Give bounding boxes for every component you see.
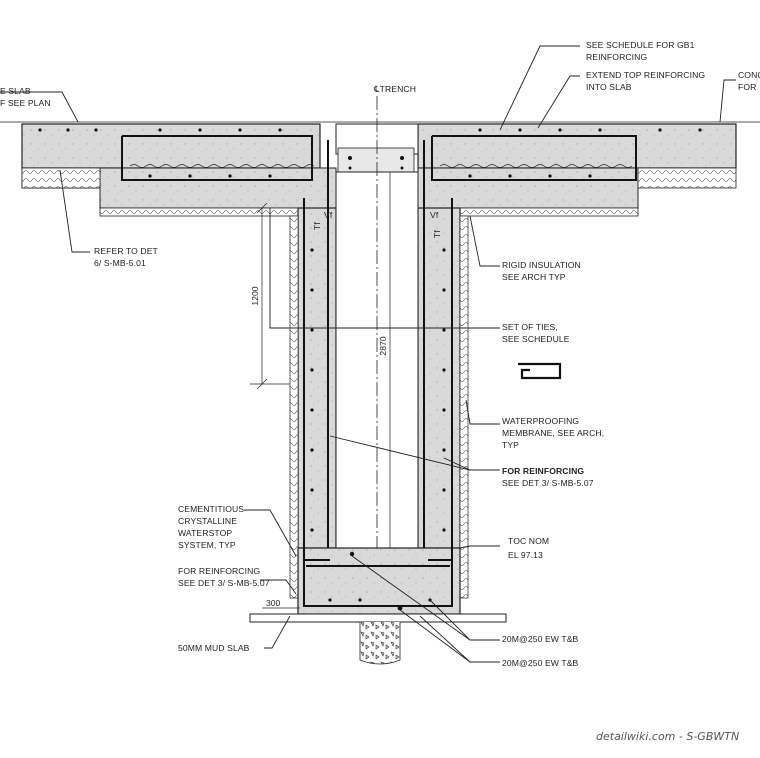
label-extend-2: INTO SLAB	[586, 82, 632, 92]
label-insul-1: RIGID INSULATION	[502, 260, 581, 270]
svg-text:SEE DET 3/ S-MB-5.07: SEE DET 3/ S-MB-5.07	[178, 578, 270, 588]
label-bar-lower: 20M@250 EW T&B	[502, 658, 579, 668]
slab-right	[417, 123, 737, 217]
svg-text:EXTEND TOP REINFORCING: EXTEND TOP REINFORCING	[586, 70, 705, 80]
label-cem-4: SYSTEM, TYP	[178, 540, 236, 550]
label-toc-1: TOC NOM	[508, 536, 549, 546]
wall-right	[417, 207, 469, 599]
dim-300-text: 300	[266, 598, 281, 608]
label-insul-2: SEE ARCH TYP	[502, 272, 566, 282]
label-for-reinf-r-2: SEE DET 3/ S-MB-5.07	[502, 478, 594, 488]
svg-text:E SLAB: E SLAB	[0, 86, 31, 96]
watermark: detailwiki.com - S-GBWTN	[596, 730, 739, 743]
svg-text:FOR REINFORCING: FOR REINFORCING	[502, 466, 584, 476]
label-gb1-2: REINFORCING	[586, 52, 647, 62]
label-cem-3: WATERSTOP	[178, 528, 232, 538]
label-tf-right: Tf	[432, 230, 442, 238]
label-for-reinf-r-1: FOR REINFORCING	[502, 466, 584, 476]
svg-text:MEMBRANE, SEE ARCH,: MEMBRANE, SEE ARCH,	[502, 428, 604, 438]
svg-text:TOC NOM: TOC NOM	[508, 536, 549, 546]
label-mud-slab: 50MM MUD SLAB	[178, 643, 250, 653]
svg-text:SET OF TIES,: SET OF TIES,	[502, 322, 558, 332]
svg-text:CRYSTALLINE: CRYSTALLINE	[178, 516, 237, 526]
label-top-left-2: F SEE PLAN	[0, 98, 51, 108]
svg-text:F SEE PLAN: F SEE PLAN	[0, 98, 51, 108]
label-cem-1: CEMENTITIOUS	[178, 504, 244, 514]
label-wp-3: TYP	[502, 440, 519, 450]
svg-text:TYP: TYP	[502, 440, 519, 450]
label-ties-1: SET OF TIES,	[502, 322, 558, 332]
svg-text:6/ S-MB-5.01: 6/ S-MB-5.01	[94, 258, 146, 268]
label-gb1-1: SEE SCHEDULE FOR GB1	[586, 40, 695, 50]
slab-left	[21, 123, 337, 217]
svg-text:EL 97.13: EL 97.13	[508, 550, 543, 560]
label-vf-left: Vf	[324, 210, 333, 220]
svg-text:CEMENTITIOUS: CEMENTITIOUS	[178, 504, 244, 514]
label-tf-left: Tf	[312, 222, 322, 230]
label-ties-2: SEE SCHEDULE	[502, 334, 570, 344]
label-top-right-1: CONC	[738, 70, 760, 80]
leader-lines	[0, 45, 736, 663]
svg-text:SEE DET 3/ S-MB-5.07: SEE DET 3/ S-MB-5.07	[502, 478, 594, 488]
label-refer-1: REFER TO DET	[94, 246, 159, 256]
svg-text:SYSTEM, TYP: SYSTEM, TYP	[178, 540, 236, 550]
rebar-dots	[38, 128, 702, 611]
label-top-left-1: E SLAB	[0, 86, 31, 96]
label-wp-2: MEMBRANE, SEE ARCH,	[502, 428, 604, 438]
svg-text:CONC: CONC	[738, 70, 760, 80]
svg-text:FOR REINFORCING: FOR REINFORCING	[178, 566, 260, 576]
svg-text:REINFORCING: REINFORCING	[586, 52, 647, 62]
label-refer-2: 6/ S-MB-5.01	[94, 258, 146, 268]
dimension-300: 300	[262, 598, 300, 609]
labels: E SLAB F SEE PLAN SEE SCHEDULE FOR GB1 R…	[0, 40, 760, 668]
dim-1200-text: 1200	[250, 286, 260, 305]
svg-text:WATERPROOFING: WATERPROOFING	[502, 416, 579, 426]
label-top-right-2: FOR	[738, 82, 756, 92]
label-vf-right: Vf	[430, 210, 439, 220]
svg-text:SEE SCHEDULE: SEE SCHEDULE	[502, 334, 570, 344]
svg-text:RIGID INSULATION: RIGID INSULATION	[502, 260, 581, 270]
label-cem-2: CRYSTALLINE	[178, 516, 237, 526]
wall-left	[289, 207, 337, 599]
label-for-reinf-l-2: SEE DET 3/ S-MB-5.07	[178, 578, 270, 588]
label-toc-2: EL 97.13	[508, 550, 543, 560]
rebar	[121, 135, 637, 607]
label-wp-1: WATERPROOFING	[502, 416, 579, 426]
svg-text:SEE SCHEDULE FOR GB1: SEE SCHEDULE FOR GB1	[586, 40, 695, 50]
svg-text:INTO SLAB: INTO SLAB	[586, 82, 632, 92]
label-for-reinf-l-1: FOR REINFORCING	[178, 566, 260, 576]
svg-text:FOR: FOR	[738, 82, 756, 92]
svg-text:REFER TO DET: REFER TO DET	[94, 246, 159, 256]
dim-2870-text: 2870	[378, 336, 388, 355]
label-bar-upper: 20M@250 EW T&B	[502, 634, 579, 644]
dimension-1200: 1200	[250, 202, 290, 390]
label-extend-1: EXTEND TOP REINFORCING	[586, 70, 705, 80]
svg-text:WATERSTOP: WATERSTOP	[178, 528, 232, 538]
ties-icon	[518, 362, 562, 380]
dimension-2870: 2870	[378, 172, 391, 548]
label-trench-cl: ℄TRENCH	[373, 84, 416, 94]
svg-text:SEE ARCH TYP: SEE ARCH TYP	[502, 272, 566, 282]
